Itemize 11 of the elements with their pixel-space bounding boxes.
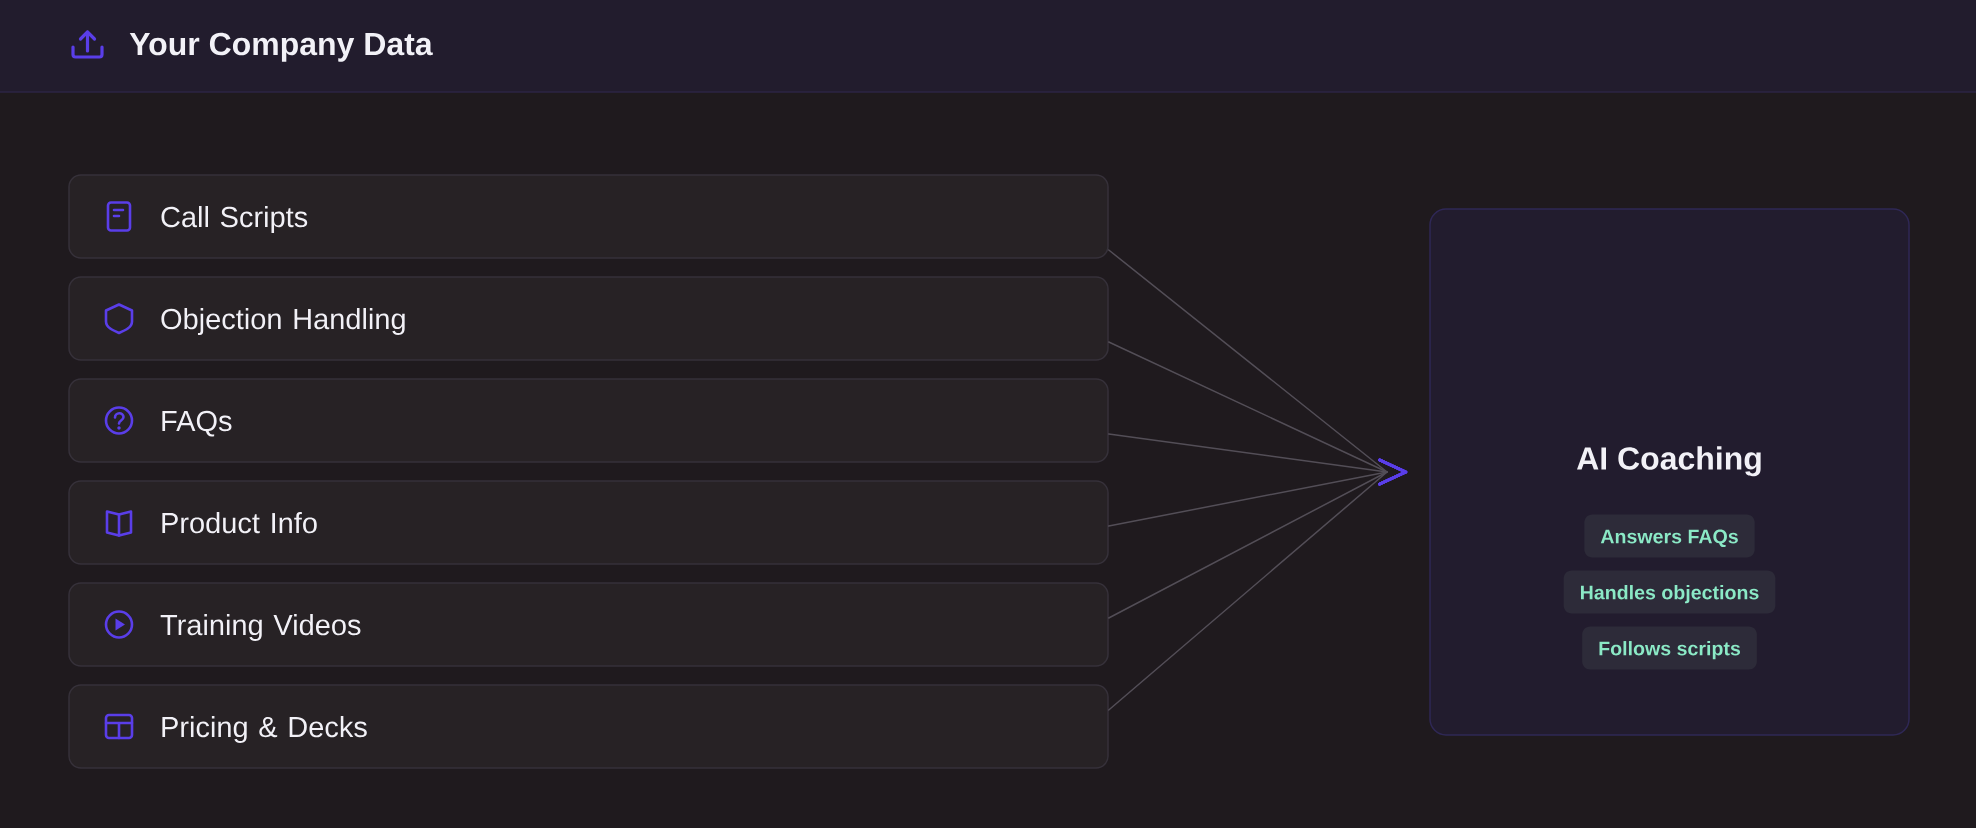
- list-item: Training Videos: [68, 582, 1109, 667]
- feature-tag: Follows scripts: [1582, 626, 1757, 670]
- list-item: Objection Handling: [68, 276, 1109, 361]
- arrow: [1108, 458, 1408, 711]
- feature-tag: Handles objections: [1563, 570, 1776, 614]
- header-bar: Your Company Data: [0, 0, 1976, 93]
- list-item: Call Scripts: [68, 174, 1109, 259]
- list-item: Product Info: [68, 480, 1109, 565]
- list-item: Pricing & Decks: [68, 684, 1109, 769]
- feature-tag: Answers FAQs: [1584, 514, 1755, 558]
- list-item: FAQs: [68, 378, 1109, 463]
